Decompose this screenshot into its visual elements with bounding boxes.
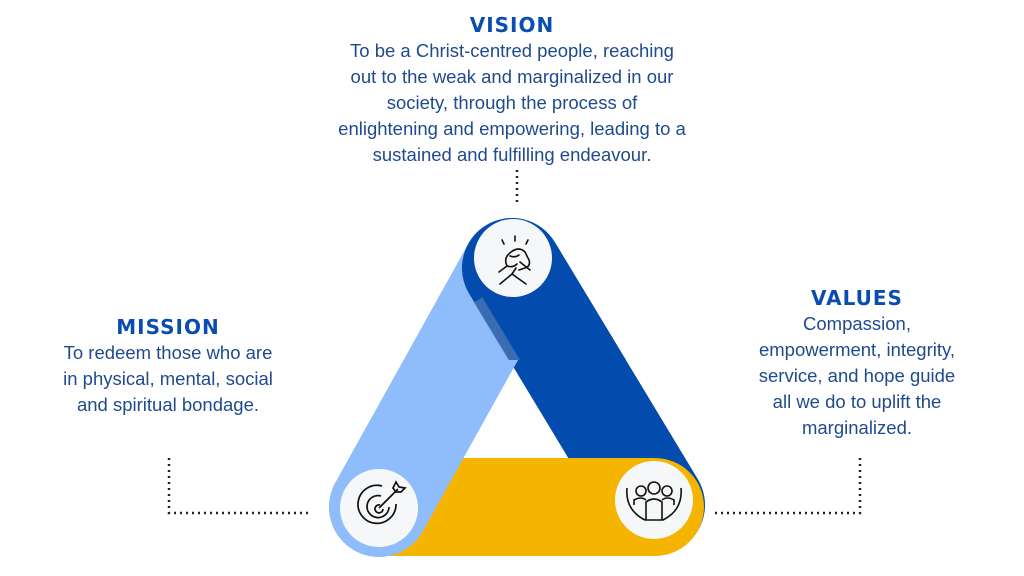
vision-line: out to the weak and marginalized in our [350,66,674,87]
mission-text: To redeem those who are in physical, men… [63,340,273,418]
vision-text: To be a Christ-centred people, reaching … [338,38,686,168]
target-arrow-icon [340,469,418,547]
values-connector [715,458,862,515]
values-line: Compassion, [803,313,911,334]
vision-line: enlightening and empowering, leading to … [338,118,686,139]
vision-line: To be a Christ-centred people, reaching [350,40,674,61]
mission-line: To redeem those who are [63,342,273,363]
vision-line: society, through the process of [386,92,638,113]
vision-section: VISION To be a Christ-centred people, re… [338,12,686,168]
vision-title: VISION [469,13,555,37]
mission-title: MISSION [116,315,220,339]
mission-connector [167,458,312,515]
values-title: VALUES [811,286,903,310]
values-line: marginalized. [801,417,913,438]
mission-line: in physical, mental, social [63,368,273,389]
values-line: all we do to uplift the [772,391,942,412]
people-in-hands-icon [615,461,693,539]
arm-wrestle-handshake-icon [474,219,552,297]
values-text: Compassion, empowerment, integrity, serv… [759,311,955,441]
mission-line: and spiritual bondage. [76,394,260,415]
vision-line: sustained and fulfilling endeavour. [372,144,652,165]
values-line: service, and hope guide [758,365,956,386]
mission-section: MISSION To redeem those who are in physi… [63,314,273,418]
values-line: empowerment, integrity, [758,339,956,360]
values-section: VALUES Compassion, empowerment, integrit… [759,285,955,441]
